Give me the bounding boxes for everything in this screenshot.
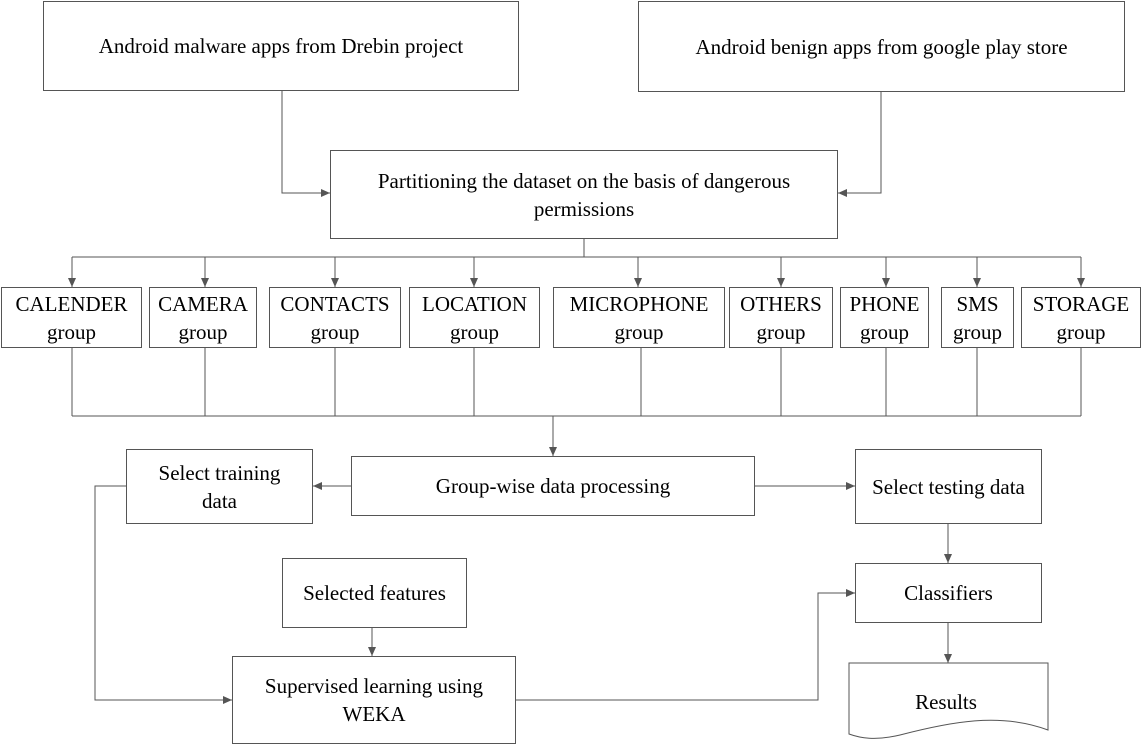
group-name: LOCATION: [422, 291, 527, 316]
group-suffix: group: [860, 319, 909, 344]
group-box-camera: CAMERA group: [149, 287, 257, 348]
group-box-phone: PHONE group: [840, 287, 929, 348]
group-suffix: group: [614, 319, 664, 344]
group-box-location: LOCATION group: [409, 287, 540, 348]
group-name: OTHERS: [740, 291, 822, 316]
malware-source-box: Android malware apps from Drebin project: [43, 1, 519, 91]
group-suffix: group: [450, 319, 499, 344]
processing-box: Group-wise data processing: [351, 456, 755, 516]
group-box-microphone: MICROPHONE group: [553, 287, 725, 348]
group-box-sms: SMS group: [941, 287, 1014, 348]
malware-source-label: Android malware apps from Drebin project: [98, 34, 464, 58]
benign-source-label: Android benign apps from google play sto…: [695, 34, 1068, 59]
group-suffix: group: [310, 319, 360, 344]
arrow-malware-to-partition: [281, 90, 330, 197]
supervised-label-line2: WEKA: [342, 702, 406, 726]
benign-source-box: Android benign apps from google play sto…: [638, 1, 1125, 92]
group-name: CALENDER: [15, 291, 128, 316]
group-suffix: group: [47, 319, 96, 344]
group-name: STORAGE: [1032, 291, 1130, 316]
group-suffix: group: [1056, 319, 1106, 344]
group-suffix: group: [178, 319, 228, 344]
group-box-calender: CALENDER group: [1, 287, 142, 348]
group-name: PHONE: [849, 291, 920, 316]
processing-label: Group-wise data processing: [435, 474, 671, 498]
group-name: CAMERA: [158, 291, 248, 316]
arrow-training-to-supervised: [94, 485, 232, 704]
training-label-line1: Select training: [158, 460, 281, 485]
testing-label: Select testing data: [872, 474, 1025, 499]
classifiers-label: Classifiers: [904, 581, 993, 605]
arrow-benign-to-partition: [838, 92, 882, 197]
partition-label-line2: permissions: [533, 196, 635, 221]
results-document-shape: [848, 662, 1049, 739]
partition-box: Partitioning the dataset on the basis of…: [330, 150, 838, 239]
features-label: Selected features: [303, 581, 446, 605]
training-box: Select training data: [126, 449, 313, 524]
group-name: SMS: [956, 291, 999, 316]
group-box-storage: STORAGE group: [1021, 287, 1141, 348]
arrow-supervised-to-classifiers: [516, 589, 855, 701]
group-name: MICROPHONE: [569, 291, 709, 316]
group-suffix: group: [756, 319, 806, 344]
training-label-line2: data: [202, 488, 237, 513]
group-box-contacts: CONTACTS group: [269, 287, 401, 348]
testing-box: Select testing data: [855, 449, 1042, 524]
features-box: Selected features: [282, 558, 467, 628]
group-box-others: OTHERS group: [729, 287, 833, 348]
group-suffix: group: [953, 319, 1002, 344]
supervised-label-line1: Supervised learning using: [264, 674, 484, 698]
supervised-box: Supervised learning using WEKA: [232, 656, 516, 744]
classifiers-box: Classifiers: [855, 563, 1042, 623]
partition-label-line1: Partitioning the dataset on the basis of…: [377, 168, 791, 193]
group-name: CONTACTS: [280, 291, 390, 316]
results-label: Results: [915, 690, 977, 714]
